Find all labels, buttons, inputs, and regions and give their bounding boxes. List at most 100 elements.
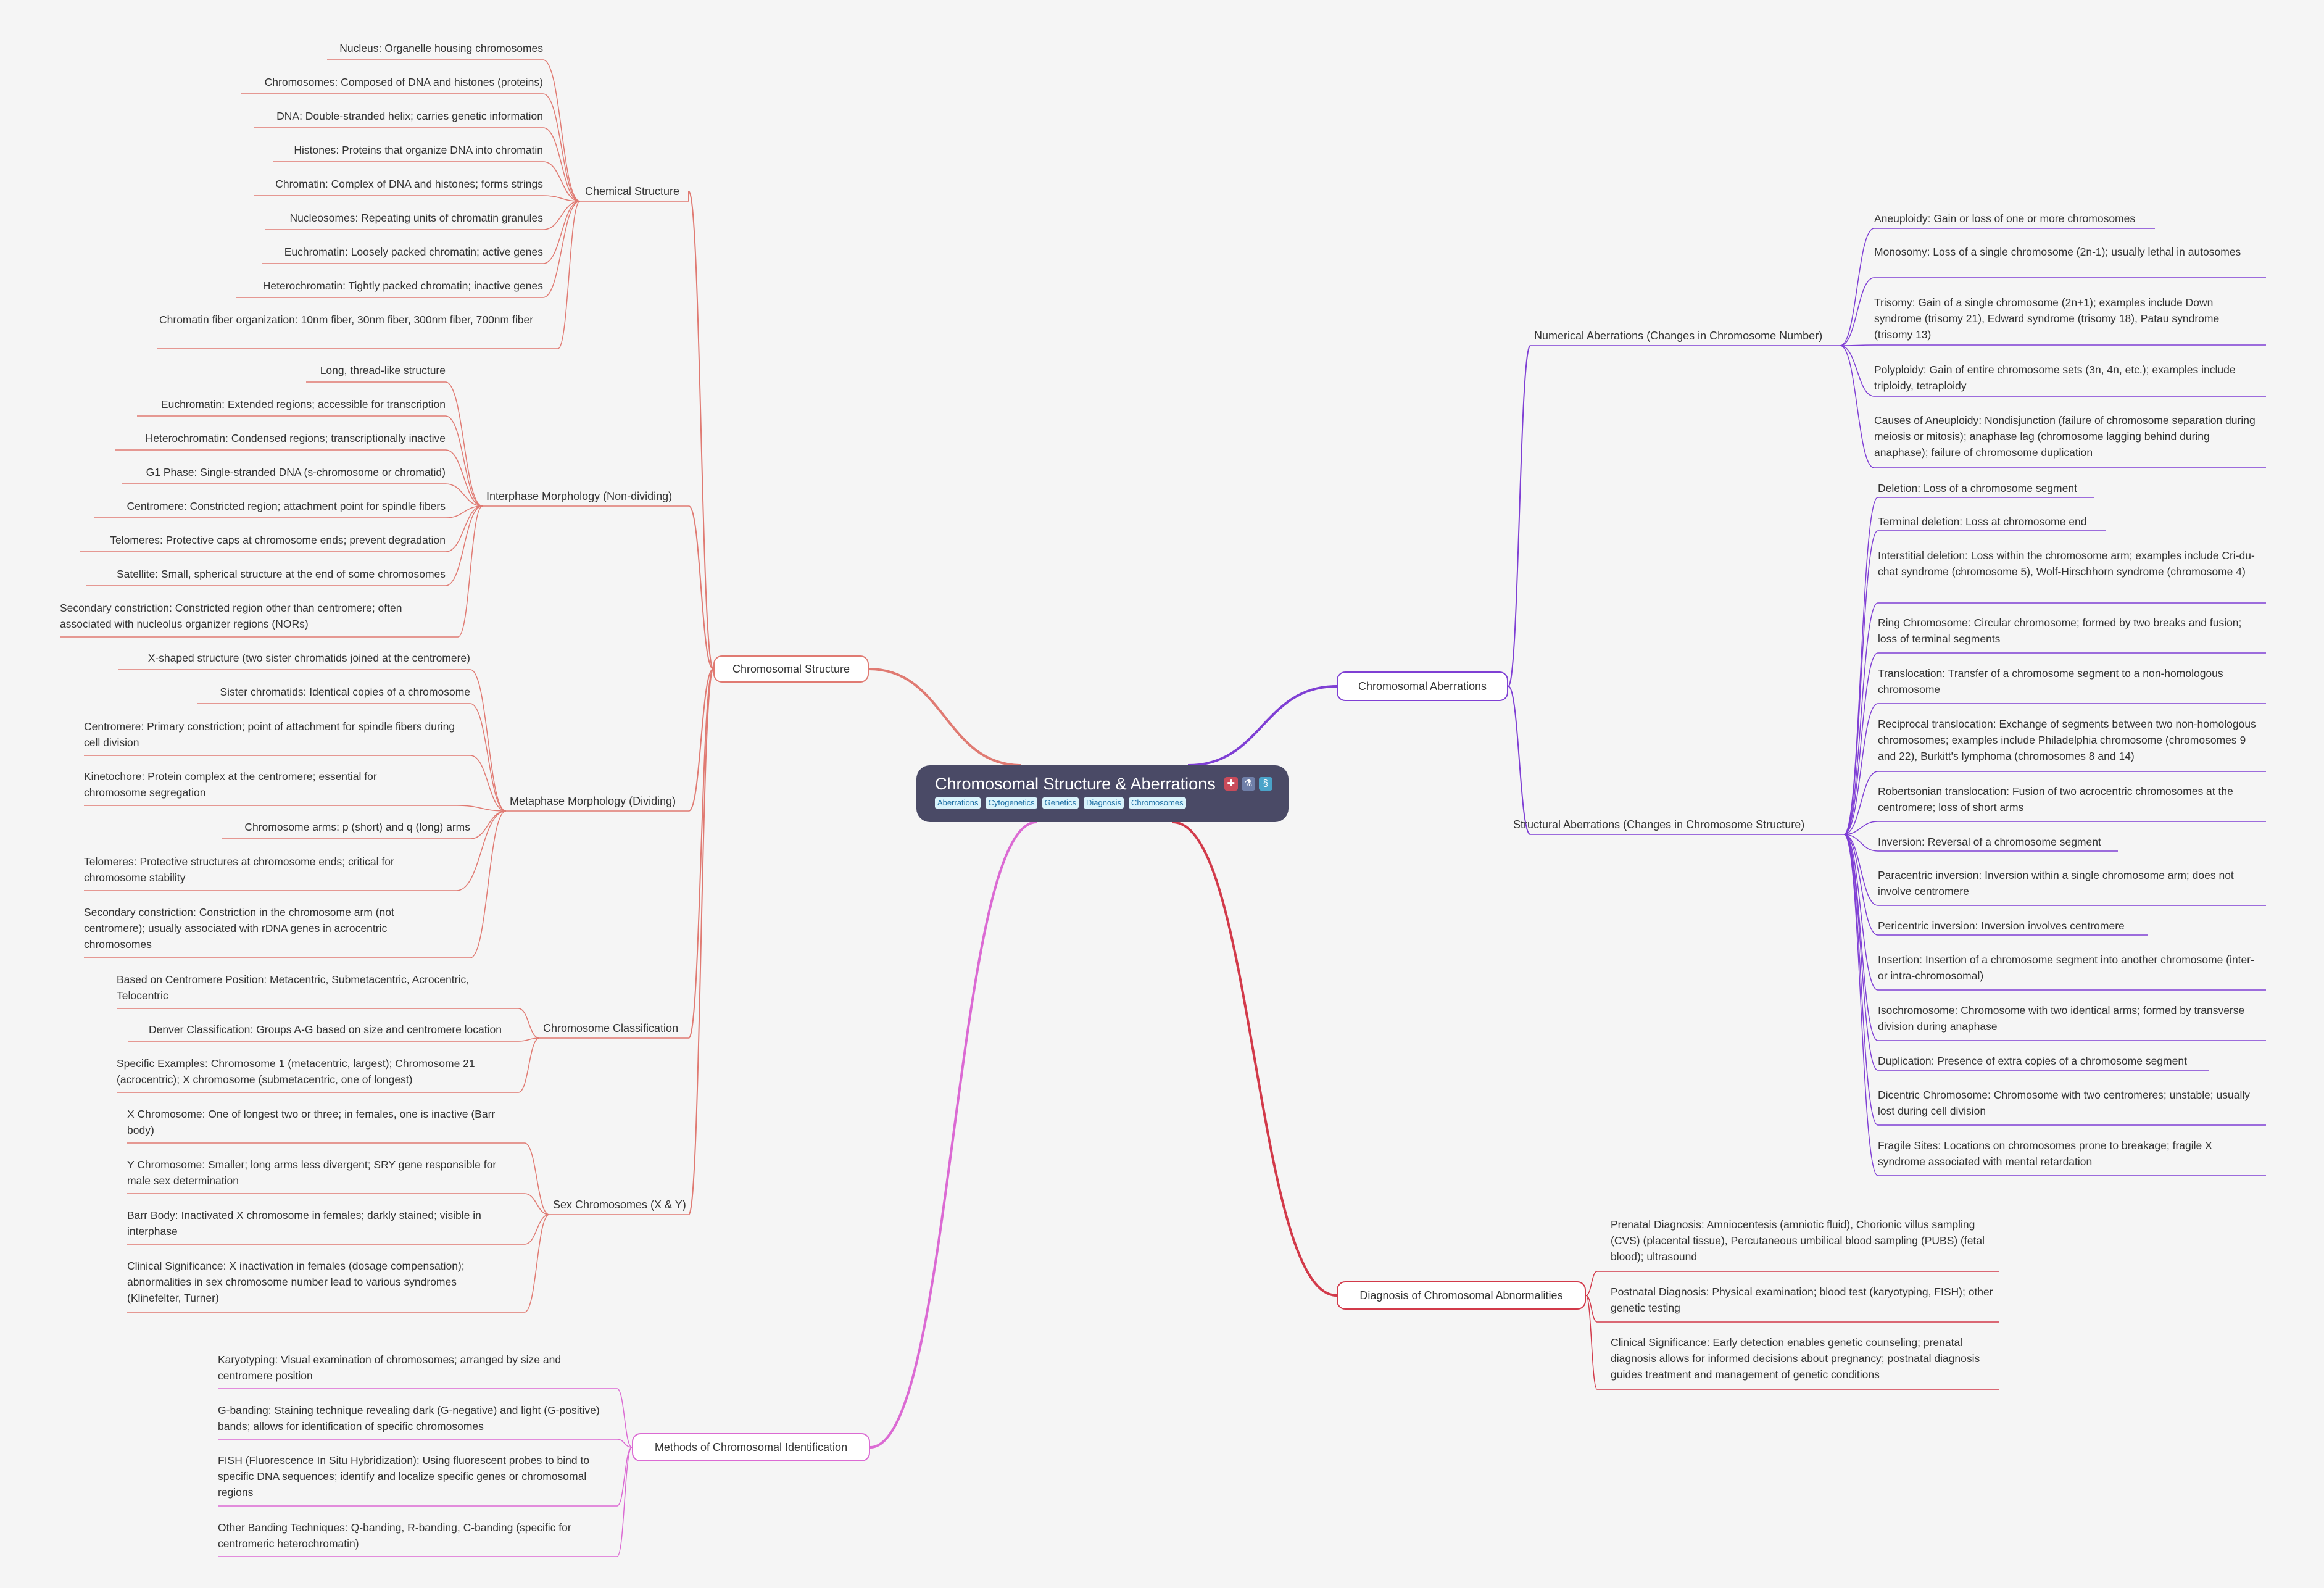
connector-line bbox=[518, 1008, 540, 1039]
connector-line bbox=[868, 668, 1022, 767]
leaf-item: G1 Phase: Single-stranded DNA (s-chromos… bbox=[146, 466, 446, 478]
connector-line bbox=[1172, 821, 1337, 1297]
leaf-item: X-shaped structure (two sister chromatid… bbox=[147, 652, 470, 664]
leaf-item: Interstitial deletion: Loss within the c… bbox=[1878, 549, 2255, 578]
connector-line bbox=[1508, 686, 1531, 835]
leaf-item: Satellite: Small, spherical structure at… bbox=[116, 568, 446, 580]
connector-line bbox=[688, 505, 714, 670]
leaf-item: Clinical Significance: X inactivation in… bbox=[127, 1260, 465, 1304]
connector-line bbox=[1840, 277, 1875, 346]
leaf-item: Duplication: Presence of extra copies of… bbox=[1878, 1055, 2187, 1067]
subbranch-classification[interactable]: Chromosome Classification bbox=[543, 1022, 679, 1034]
subbranch-numerical[interactable]: Numerical Aberrations (Changes in Chromo… bbox=[1534, 330, 1823, 342]
connector-line bbox=[688, 668, 714, 1039]
leaf-item: Isochromosome: Chromosome with two ident… bbox=[1878, 1004, 2245, 1033]
leaf-item: DNA: Double-stranded helix; carries gene… bbox=[276, 110, 543, 122]
connector-line bbox=[1843, 834, 1878, 906]
connector-line bbox=[1843, 834, 1878, 1176]
connector-line bbox=[1843, 771, 1878, 835]
connector-line bbox=[470, 810, 507, 958]
connector-line bbox=[470, 703, 507, 812]
connector-line bbox=[1843, 497, 1878, 835]
connector-line bbox=[445, 505, 483, 552]
leaf-item: X Chromosome: One of longest two or thre… bbox=[127, 1108, 496, 1136]
leaf-item: Dicentric Chromosome: Chromosome with tw… bbox=[1878, 1089, 2251, 1117]
connector-line bbox=[1843, 834, 1878, 936]
branch-diagnosis[interactable]: Diagnosis of Chromosomal Abnormalities bbox=[1337, 1281, 1586, 1310]
connector-line bbox=[1585, 1295, 1598, 1323]
connector-line bbox=[1585, 1271, 1598, 1296]
leaf-item: Heterochromatin: Tightly packed chromati… bbox=[262, 280, 543, 292]
leaf-item: Barr Body: Inactivated X chromosome in f… bbox=[127, 1209, 481, 1237]
connector-line bbox=[1508, 345, 1531, 687]
connector-line bbox=[542, 201, 581, 230]
leaf-item: Fragile Sites: Locations on chromosomes … bbox=[1878, 1139, 2212, 1168]
connector-line bbox=[542, 201, 581, 298]
branch-methods[interactable]: Methods of Chromosomal Identification bbox=[632, 1433, 870, 1461]
leaf-item: Denver Classification: Groups A-G based … bbox=[149, 1023, 502, 1036]
branch-chromosomal-aberrations[interactable]: Chromosomal Aberrations bbox=[1337, 671, 1508, 701]
subbranch-structural[interactable]: Structural Aberrations (Changes in Chrom… bbox=[1513, 818, 1805, 831]
connector-line bbox=[1843, 834, 1878, 852]
leaf-item: Heterochromatin: Condensed regions; tran… bbox=[145, 432, 446, 444]
root-title: Chromosomal Structure & Aberrations bbox=[935, 775, 1216, 793]
connector-line bbox=[1187, 685, 1337, 767]
connector-line bbox=[445, 483, 483, 507]
connector-line bbox=[445, 415, 483, 507]
leaf-item: FISH (Fluorescence In Situ Hybridization… bbox=[218, 1454, 590, 1499]
connector-line bbox=[518, 1037, 540, 1042]
leaf-item: Clinical Significance: Early detection e… bbox=[1611, 1336, 1980, 1381]
connector-line bbox=[616, 1388, 633, 1448]
hospital-icon: ✚ bbox=[1224, 777, 1238, 791]
tag[interactable]: Diagnosis bbox=[1083, 797, 1124, 809]
root-node[interactable]: Chromosomal Structure & Aberrations ✚ ⚗ … bbox=[916, 765, 1289, 822]
leaf-item: Other Banding Techniques: Q-banding, R-b… bbox=[218, 1521, 571, 1550]
connector-line bbox=[869, 821, 1037, 1449]
dna-icon: § bbox=[1258, 777, 1272, 791]
leaf-item: Chromosomes: Composed of DNA and histone… bbox=[264, 76, 543, 88]
tag[interactable]: Aberrations bbox=[935, 797, 981, 809]
subbranch-sex-chromosomes[interactable]: Sex Chromosomes (X & Y) bbox=[553, 1199, 686, 1211]
leaf-item: Prenatal Diagnosis: Amniocentesis (amnio… bbox=[1611, 1218, 1985, 1263]
leaf-item: Specific Examples: Chromosome 1 (metacen… bbox=[117, 1057, 475, 1086]
leaf-item: Based on Centromere Position: Metacentri… bbox=[117, 973, 469, 1002]
leaf-item: Karyotyping: Visual examination of chrom… bbox=[218, 1353, 562, 1382]
leaf-item: Reciprocal translocation: Exchange of se… bbox=[1878, 718, 2256, 762]
tag[interactable]: Chromosomes bbox=[1129, 797, 1186, 809]
branch-chromosomal-structure[interactable]: Chromosomal Structure bbox=[713, 655, 869, 683]
connector-line bbox=[445, 505, 483, 518]
connector-line bbox=[524, 1142, 550, 1215]
leaf-item: Kinetochore: Protein complex at the cent… bbox=[84, 770, 377, 799]
connector-line bbox=[457, 505, 483, 638]
leaf-item: Long, thread-like structure bbox=[320, 364, 446, 376]
subbranch-chemical-structure[interactable]: Chemical Structure bbox=[585, 185, 680, 197]
tag[interactable]: Genetics bbox=[1042, 797, 1079, 809]
connector-line bbox=[1843, 602, 1878, 835]
leaf-item: Polyploidy: Gain of entire chromosome se… bbox=[1874, 364, 2236, 392]
tag[interactable]: Cytogenetics bbox=[986, 797, 1037, 809]
connector-line bbox=[1840, 345, 1875, 397]
connector-line bbox=[456, 810, 507, 891]
connector-line bbox=[616, 1447, 633, 1557]
connector-line bbox=[542, 93, 581, 202]
leaf-item: Robertsonian translocation: Fusion of tw… bbox=[1878, 785, 2233, 813]
connector-line bbox=[445, 449, 483, 507]
connector-line bbox=[542, 195, 581, 202]
connector-line bbox=[1843, 834, 1878, 991]
leaf-item: Sister chromatids: Identical copies of a… bbox=[220, 686, 470, 698]
connector-line bbox=[470, 810, 507, 839]
connector-line bbox=[542, 127, 581, 202]
connector-line bbox=[445, 381, 483, 507]
leaf-item: Trisomy: Gain of a single chromosome (2n… bbox=[1874, 296, 2220, 341]
leaf-item: Telomeres: Protective structures at chro… bbox=[84, 855, 394, 884]
leaf-item: Centromere: Constricted region; attachme… bbox=[127, 500, 446, 512]
subbranch-interphase[interactable]: Interphase Morphology (Non-dividing) bbox=[486, 490, 673, 502]
leaf-item: Insertion: Insertion of a chromosome seg… bbox=[1878, 954, 2254, 982]
connector-line bbox=[1843, 834, 1878, 1071]
connector-line bbox=[616, 1439, 633, 1448]
leaf-item: Chromatin fiber organization: 10nm fiber… bbox=[159, 314, 534, 326]
leaf-item: Histones: Proteins that organize DNA int… bbox=[294, 144, 543, 156]
connector-line bbox=[456, 805, 507, 812]
subbranch-metaphase[interactable]: Metaphase Morphology (Dividing) bbox=[510, 795, 676, 807]
connector-line bbox=[1840, 345, 1875, 468]
